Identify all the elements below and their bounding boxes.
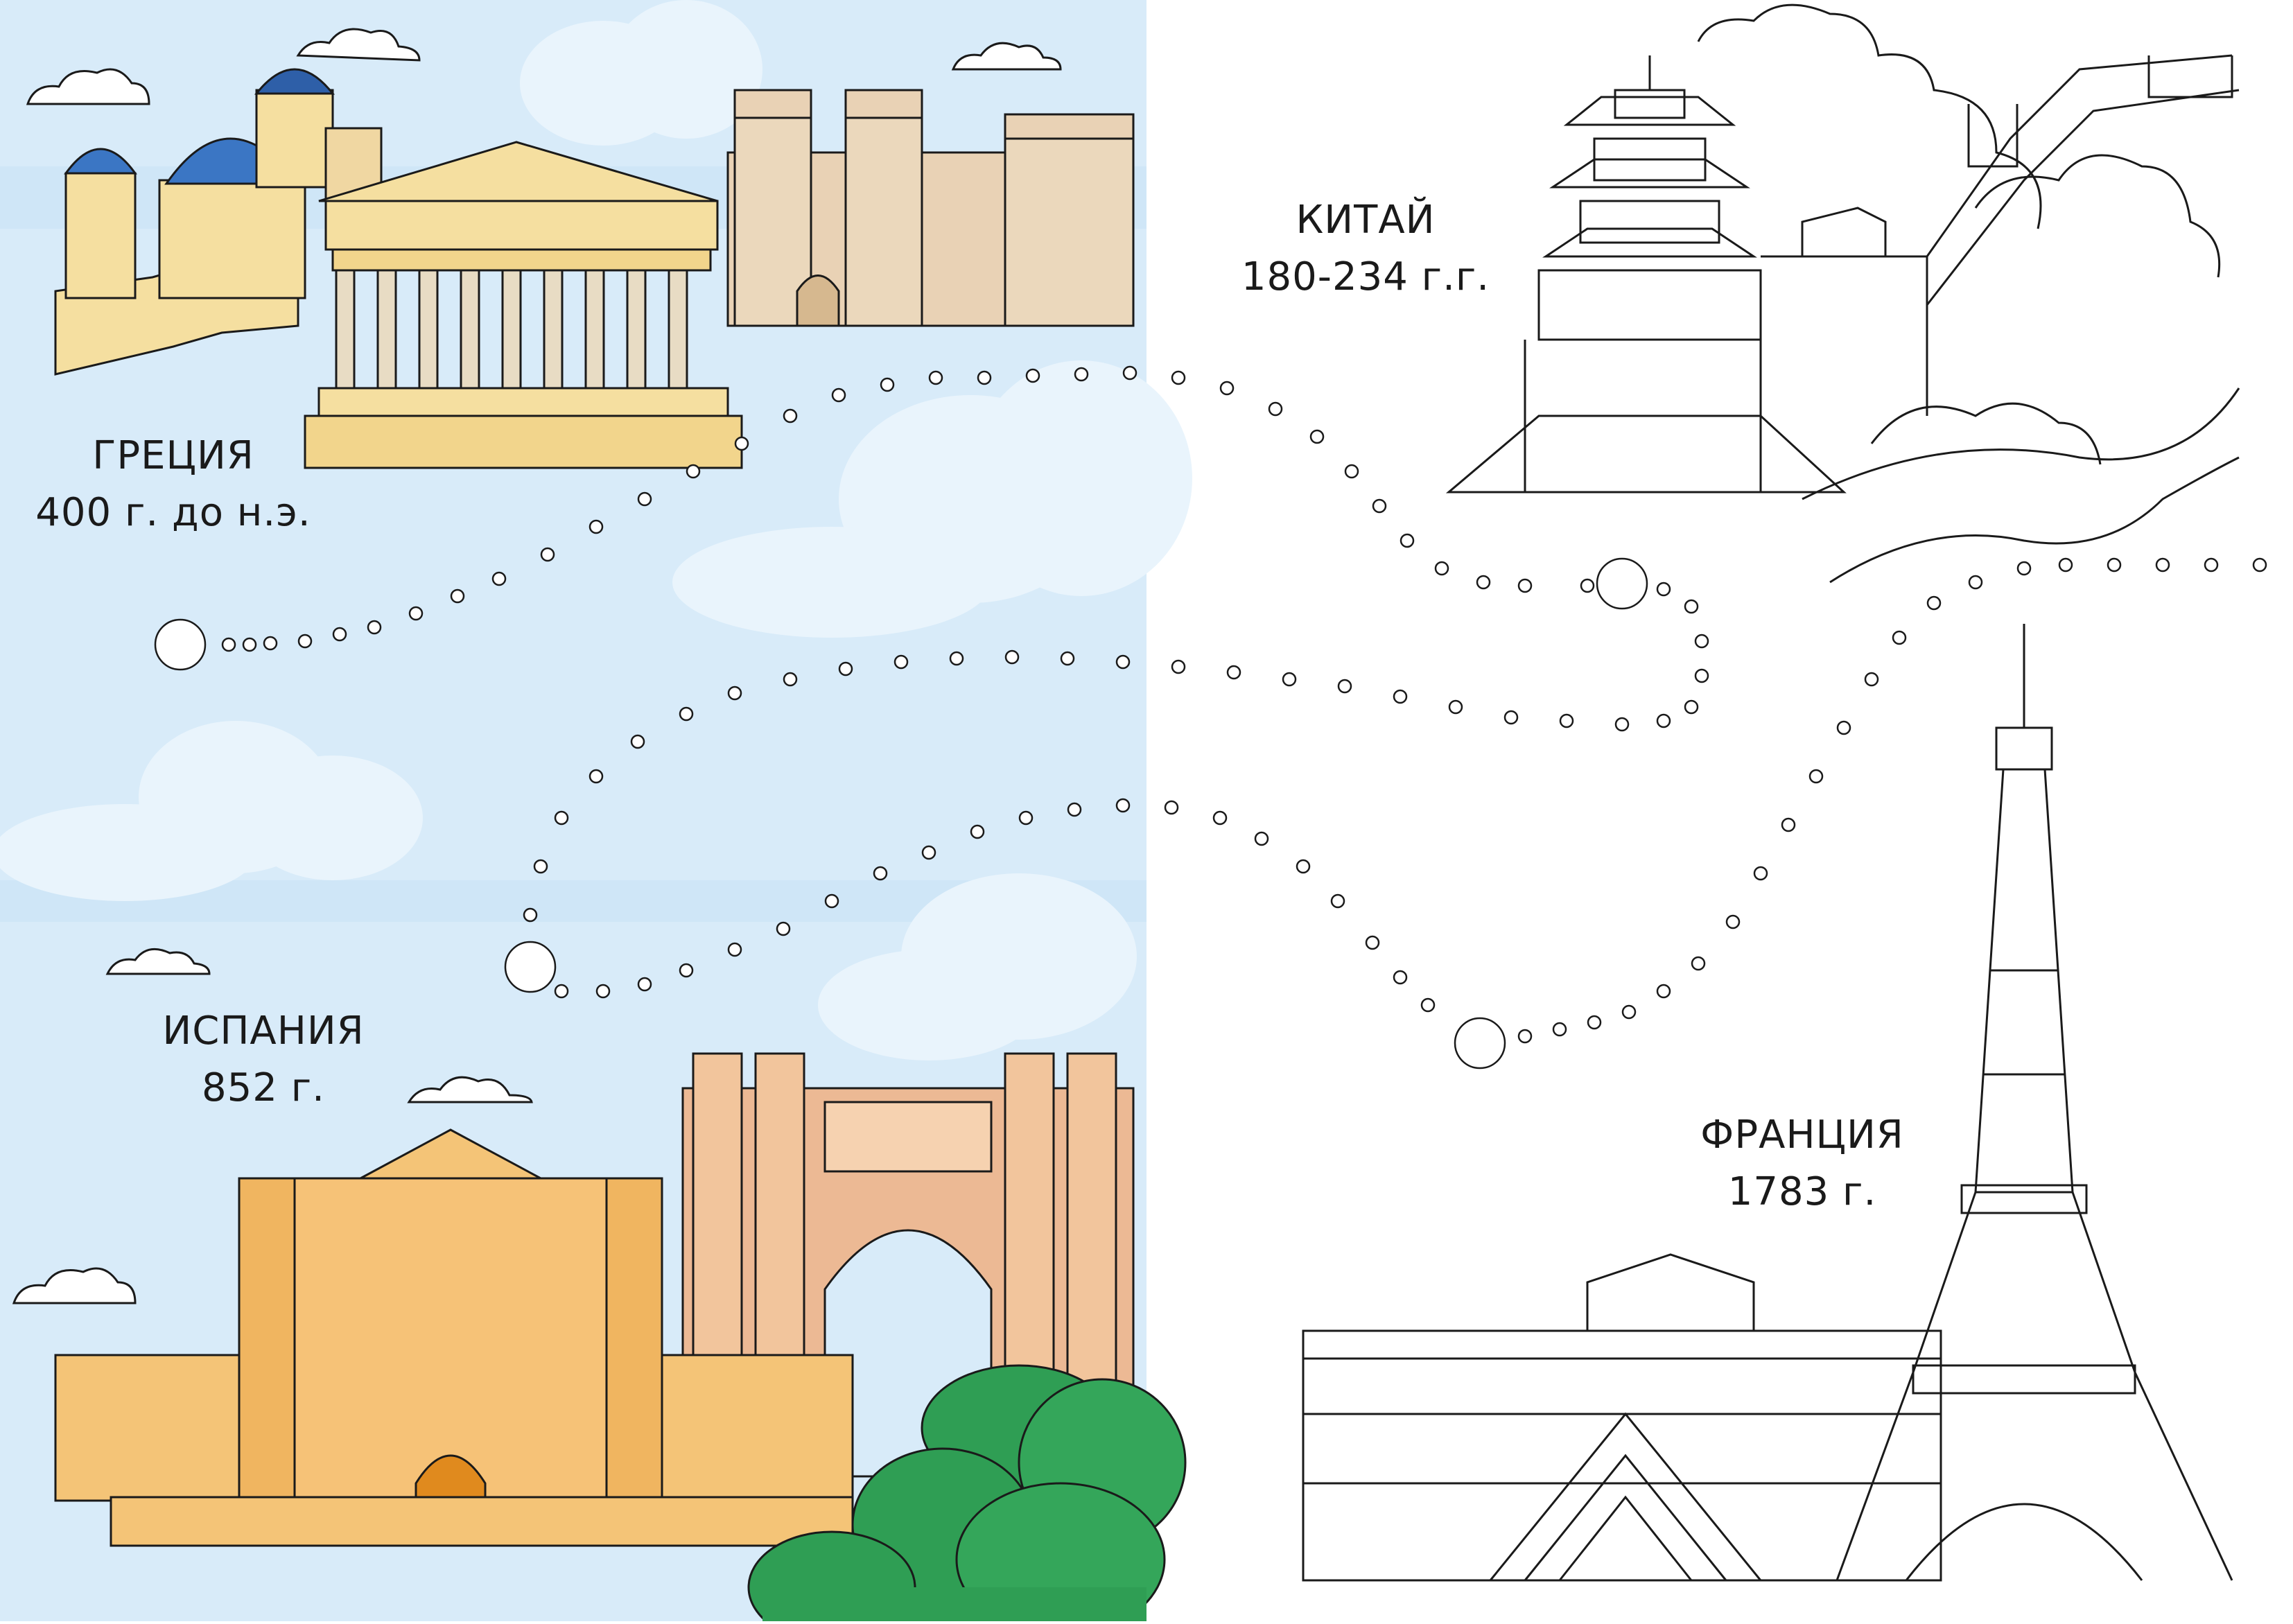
spain-landmarks	[54, 1052, 1135, 1547]
background-clouds	[0, 0, 1192, 1060]
trees	[747, 1364, 1187, 1624]
path-china-spain	[504, 582, 1709, 993]
greece-landmarks	[54, 68, 1135, 469]
place-year-france: 1783 г.	[1727, 1169, 1877, 1214]
place-name-france: ФРАНЦИЯ	[1700, 1112, 1904, 1158]
place-name-china: КИТАЙ	[1296, 198, 1436, 243]
label-spain: ИСПАНИЯ 852 г.	[118, 1012, 409, 1108]
label-china: КИТАЙ 180-234 г.г.	[1220, 201, 1511, 297]
path-spain-france	[554, 798, 1506, 1069]
path-france-end	[1517, 557, 2267, 1044]
france-landmarks	[1302, 624, 2233, 1582]
label-greece: ГРЕЦИЯ 400 г. до н.э.	[28, 437, 319, 532]
small-clouds	[12, 28, 1062, 1304]
place-name-spain: ИСПАНИЯ	[162, 1009, 365, 1054]
place-name-greece: ГРЕЦИЯ	[92, 433, 254, 478]
place-year-greece: 400 г. до н.э.	[35, 490, 311, 535]
dotted-paths	[154, 365, 2267, 1069]
label-france: ФРАНЦИЯ 1783 г.	[1650, 1116, 1955, 1212]
place-year-china: 180-234 г.г.	[1241, 254, 1490, 299]
china-landmarks	[1445, 3, 2240, 584]
path-greece-china	[154, 365, 1648, 671]
place-year-spain: 852 г.	[202, 1065, 325, 1110]
